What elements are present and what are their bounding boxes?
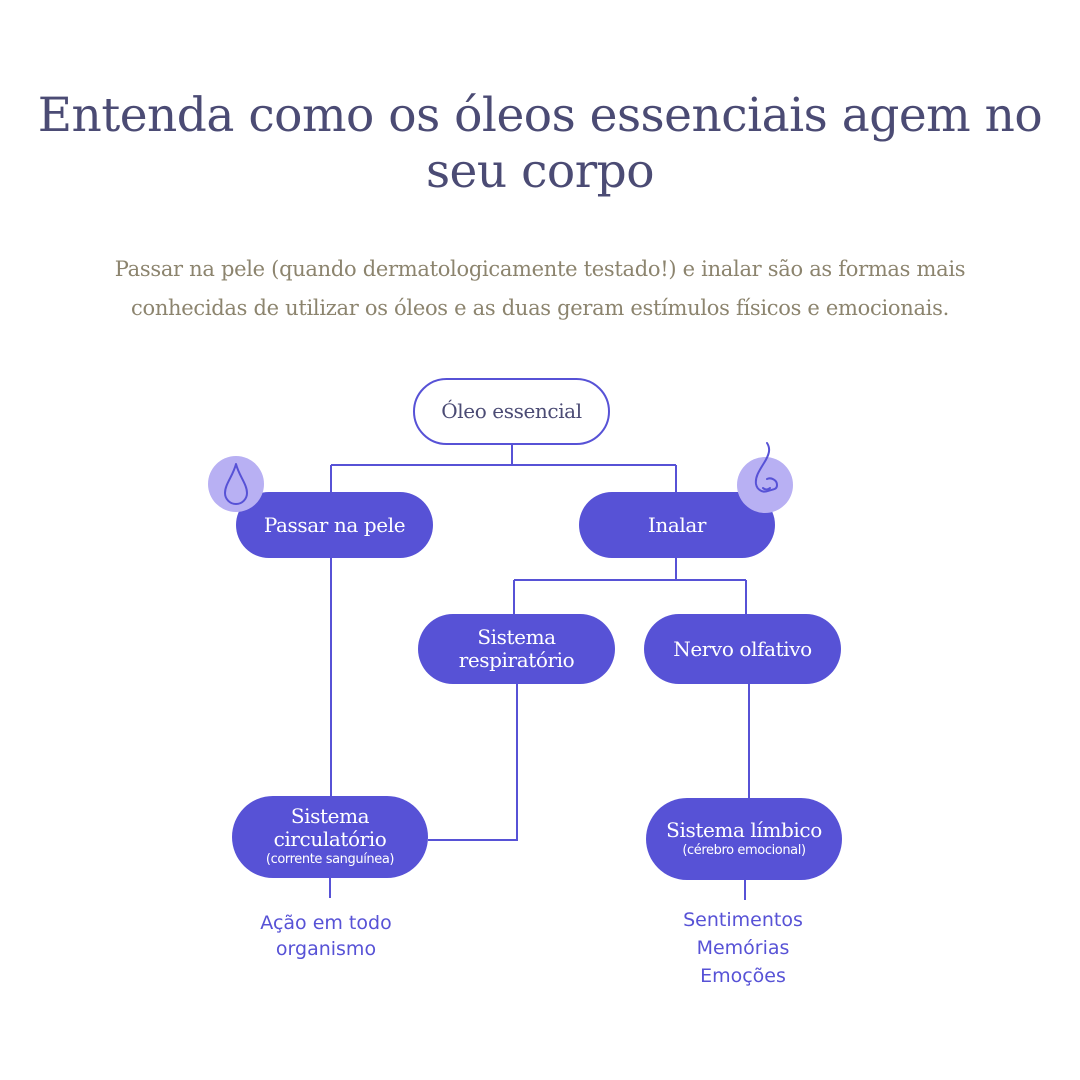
skin-label: Passar na pele (263, 512, 406, 537)
respiratory-label-line-1: Sistema (477, 625, 556, 649)
respiratory-node: Sistema respiratório (418, 614, 615, 684)
inhale-label: Inalar (647, 512, 707, 537)
outcome-right-line: Emoções (700, 965, 786, 987)
root-label: Óleo essencial (441, 399, 582, 423)
outcome-right: Sentimentos Memórias Emoções (643, 906, 843, 990)
respiratory-label-line-2: respiratório (458, 648, 575, 672)
olfactory-node: Nervo olfativo (644, 614, 841, 684)
inhale-node: Inalar (579, 492, 775, 558)
subtitle-line-1: Passar na pele (quando dermatologicament… (114, 257, 966, 281)
respiratory-to-circulatory (428, 684, 518, 841)
title-line-1: Entenda como os óleos essenciais agem no (37, 88, 1043, 143)
outcome-right-line: Memórias (696, 937, 790, 959)
root-node: Óleo essencial (413, 378, 610, 445)
outcome-right-line: Sentimentos (683, 909, 803, 931)
subtitle-line-2: conhecidas de utilizar os óleos e as dua… (131, 296, 949, 320)
limbic-node: Sistema límbico (cérebro emocional) (646, 798, 842, 880)
drop-icon (224, 463, 248, 505)
drop-icon-badge (208, 456, 264, 512)
circulatory-label-line-1: Sistema (290, 804, 370, 828)
title-line-2: seu corpo (425, 144, 655, 199)
nose-icon (754, 442, 778, 493)
nose-icon-badge (737, 442, 793, 513)
root-connector (330, 445, 677, 492)
circulatory-note: (corrente sanguínea) (265, 852, 395, 867)
page-subtitle: Passar na pele (quando dermatologicament… (40, 250, 1040, 328)
page-title: Entenda como os óleos essenciais agem no… (0, 88, 1080, 200)
outcome-left: Ação em todo organismo (226, 910, 426, 962)
skin-node: Passar na pele (236, 492, 433, 558)
limbic-note: (cérebro emocional) (682, 842, 806, 858)
limbic-label: Sistema límbico (666, 817, 822, 842)
olfactory-label: Nervo olfativo (673, 636, 812, 661)
circulatory-node: Sistema circulatório (corrente sanguínea… (232, 796, 428, 878)
outcome-left-line: Ação em todo (260, 912, 392, 934)
outcome-left-line: organismo (275, 938, 377, 960)
inhale-connector (513, 558, 747, 614)
circulatory-label-line-2: circulatório (273, 827, 387, 851)
